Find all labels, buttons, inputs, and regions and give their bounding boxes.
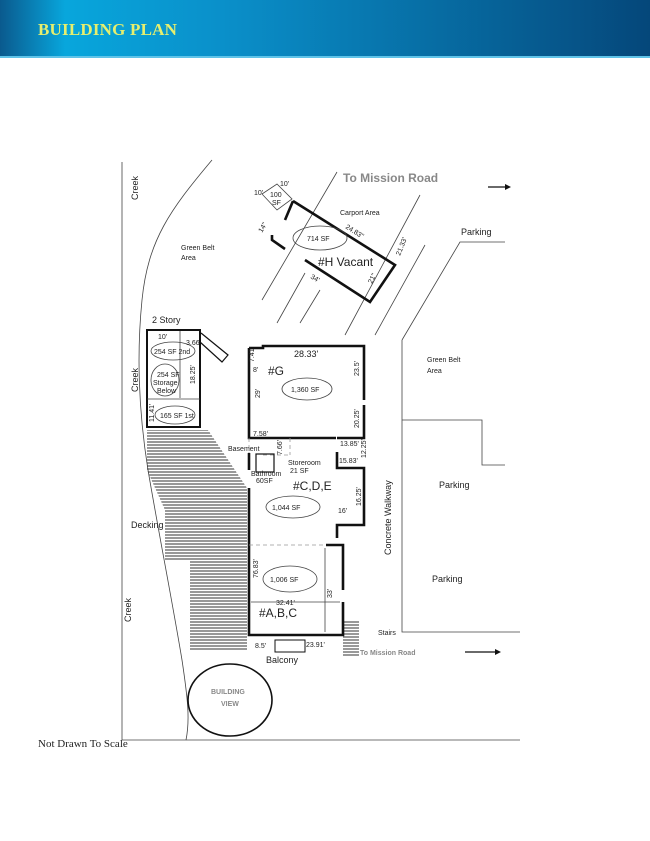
- dimension-label: 8': [253, 367, 258, 374]
- building-view-label: BUILDING: [211, 689, 245, 696]
- arrow-head-icon: [505, 184, 511, 190]
- unit-h-label: #H Vacant: [318, 255, 374, 269]
- basement-label: Basement: [228, 446, 260, 453]
- creek-label: Creek: [123, 597, 133, 622]
- carport-area-label: Carport Area: [340, 210, 380, 217]
- stairs-hatch: [343, 620, 359, 656]
- dimension-label: 8.5': [255, 643, 266, 650]
- road-lines: [261, 171, 520, 633]
- creek-boundary: [138, 159, 213, 741]
- page-title: BUILDING PLAN: [38, 20, 178, 39]
- dimension-label: 28.33': [294, 349, 319, 359]
- building-view-label: VIEW: [221, 701, 239, 708]
- to-mission-road-label: To Mission Road: [360, 650, 415, 657]
- dimension-label: 29': [255, 389, 262, 398]
- dimension-label: 23.5': [354, 361, 361, 376]
- dimension-label: 21.33': [395, 237, 409, 257]
- dimension-label: 7.66': [277, 440, 284, 455]
- dimension-label: 3.66: [186, 340, 200, 347]
- balcony-label: Balcony: [266, 655, 299, 665]
- unit-h-building: [261, 183, 397, 304]
- building-view-marker: [187, 663, 273, 737]
- unit-abc-label: #A,B,C: [259, 606, 297, 620]
- dimension-label: 13.85': [340, 441, 359, 448]
- dimension-label: 34': [309, 274, 320, 285]
- green-belt-label: Green Belt: [181, 245, 215, 252]
- green-belt-label: Green Belt: [427, 357, 461, 364]
- area-label: Storage: [153, 380, 178, 387]
- dimension-label: 21'': [367, 272, 378, 284]
- dimension-label: 32.41': [276, 600, 295, 607]
- dimension-label: 20.25': [354, 409, 361, 428]
- dimension-label: 7.41': [249, 347, 256, 362]
- unit-g-area: 1,360 SF: [291, 387, 319, 394]
- dimension-label: 18.25': [190, 365, 197, 384]
- area-label: 254 SF 2nd: [154, 349, 190, 356]
- dimension-label: 23.91': [306, 642, 325, 649]
- unit-h-area: 714 SF: [307, 236, 330, 243]
- dimension-label: 12.25': [361, 439, 368, 458]
- bathroom-area: 60SF: [256, 478, 273, 485]
- decking-area: [147, 430, 247, 650]
- dimension-label: 14'': [258, 221, 269, 234]
- main-building-walls: [247, 344, 366, 653]
- parking-label: Parking: [432, 574, 463, 584]
- stairs-label: Stairs: [378, 630, 396, 637]
- dimension-label: 10': [158, 334, 167, 341]
- dimension-label: 7.58': [253, 431, 268, 438]
- parking-label: Parking: [439, 480, 470, 490]
- dimension-label: 16': [338, 508, 347, 515]
- dimension-label: 11.41': [149, 404, 156, 422]
- unit-cde-area: 1,044 SF: [272, 505, 300, 512]
- unit-g-label: #G: [268, 364, 284, 378]
- annex-area: 100: [270, 192, 282, 199]
- area-label: Below: [157, 388, 177, 395]
- creek-label: Creek: [130, 175, 140, 200]
- decking-label: Decking: [131, 520, 164, 530]
- annex-area: SF: [272, 200, 281, 207]
- area-label: 254 SF: [157, 372, 180, 379]
- unit-cde-label: #C,D,E: [293, 479, 332, 493]
- dimension-label: 10': [254, 190, 263, 197]
- parking-label: Parking: [461, 227, 492, 237]
- dimension-label: 76.83': [253, 559, 260, 578]
- not-to-scale-note: Not Drawn To Scale: [38, 738, 128, 750]
- page-header: BUILDING PLAN: [0, 0, 650, 58]
- to-mission-road-label: To Mission Road: [343, 171, 438, 185]
- area-label: 165 SF 1st: [160, 413, 194, 420]
- dimension-label: 33': [327, 589, 334, 598]
- unit-abc-area: 1,006 SF: [270, 577, 298, 584]
- two-story-label: 2 Story: [152, 315, 181, 325]
- storeroom-area: 21 SF: [290, 468, 309, 475]
- dimension-label: 15.83': [339, 458, 358, 465]
- green-belt-label: Area: [181, 255, 196, 262]
- green-belt-label: Area: [427, 368, 442, 375]
- dimension-label: 16.25': [356, 487, 363, 506]
- two-story-building: [146, 329, 229, 428]
- creek-label: Creek: [130, 367, 140, 392]
- arrow-head-icon: [495, 649, 501, 655]
- bathroom-label: Bathroom: [251, 471, 282, 478]
- dimension-label: 10': [280, 181, 289, 188]
- concrete-walkway-label: Concrete Walkway: [383, 480, 393, 555]
- storeroom-label: Storeroom: [288, 460, 321, 467]
